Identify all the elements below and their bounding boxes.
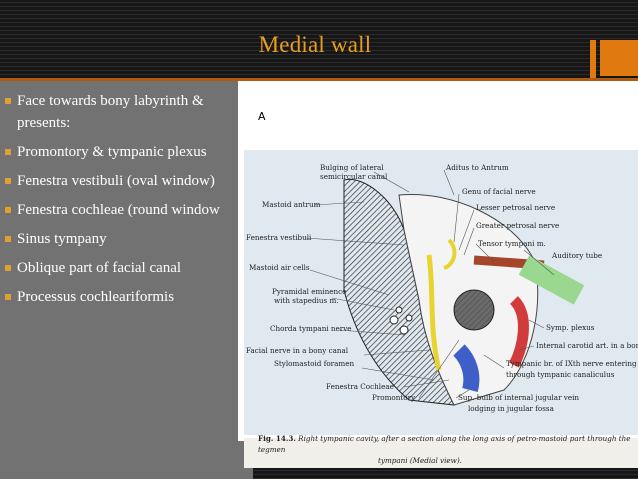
bullet-marker-icon xyxy=(5,178,11,184)
label-jugular-fossa: lodging in jugular fossa xyxy=(468,404,555,413)
label-bulging-lateral: Bulging of lateral xyxy=(320,163,384,172)
bullet-marker-icon xyxy=(5,98,11,104)
bullet-marker-icon xyxy=(5,149,11,155)
label-promontory: Promontory xyxy=(372,393,416,402)
label-facial-nerve-canal: Facial nerve in a bony canal xyxy=(246,346,349,355)
label-stylomastoid-foramen: Stylomastoid foramen xyxy=(274,359,354,368)
label-greater-petrosal: Greater petrosal nerve xyxy=(476,221,559,230)
jugular-bulb-shape xyxy=(453,344,480,393)
auditory-tube-shape xyxy=(518,255,585,305)
bullet-marker-icon xyxy=(5,236,11,242)
label-fenestra-vestibuli: Fenestra vestibuli xyxy=(246,233,312,242)
tympanic-cavity-diagram: Bulging of lateral semicircular canal Ma… xyxy=(244,150,638,435)
title-decoration-bar xyxy=(590,40,596,78)
slide-title: Medial wall xyxy=(258,32,372,57)
facial-nerve-shape xyxy=(426,254,442,371)
label-tympanic-branch: Tympanic br. of IXth nerve entering xyxy=(506,359,637,368)
caption-text-2: tympani (Medial view). xyxy=(378,456,462,465)
label-stapedius: with stapedius m. xyxy=(274,296,339,305)
label-chorda-tympani: Chorda tympani nerve xyxy=(270,324,352,333)
bullet-item: Sinus tympany xyxy=(5,228,250,250)
internal-carotid-shape xyxy=(509,296,529,368)
bullet-list: Face towards bony labyrinth & presents: … xyxy=(5,90,250,315)
bullet-panel xyxy=(0,81,253,479)
label-pyramidal-eminence: Pyramidal eminence xyxy=(272,287,346,296)
label-lesser-petrosal: Lesser petrosal nerve xyxy=(476,203,555,212)
bullet-item: Processus cochleariformis xyxy=(5,286,250,308)
label-genu-facial: Genu of facial nerve xyxy=(462,187,536,196)
label-aditus-antrum: Aditus to Antrum xyxy=(445,163,509,172)
bullet-item: Fenestra vestibuli (oval window) xyxy=(5,170,250,192)
label-fenestra-cochleae: Fenestra Cochleae xyxy=(326,382,394,391)
bullet-marker-icon xyxy=(5,265,11,271)
figure-caption-band xyxy=(244,438,638,468)
bullet-item: Fenestra cochleae (round window xyxy=(5,199,250,221)
bullet-item: Promontory & tympanic plexus xyxy=(5,141,250,163)
caption-number: Fig. 14.3. xyxy=(258,434,296,443)
label-semicircular-canal: semicircular canal xyxy=(320,172,388,181)
bullet-marker-icon xyxy=(5,207,11,213)
label-symp-plexus: Symp. plexus xyxy=(546,323,595,332)
label-tympanic-canaliculus: through tympanic canaliculus xyxy=(506,370,615,379)
bullet-item: Face towards bony labyrinth & presents: xyxy=(5,90,237,134)
figure-caption: Fig. 14.3. Right tympanic cavity, after … xyxy=(258,433,638,466)
title-decoration-block xyxy=(600,40,638,76)
label-tensor-tympani: Tensor tympani m. xyxy=(478,239,546,248)
title-underline xyxy=(0,78,638,81)
label-mastoid-antrum: Mastoid antrum xyxy=(262,200,321,209)
label-jugular-bulb: Sup. bulb of internal jugular vein xyxy=(458,393,579,402)
figure-panel-letter: A xyxy=(258,110,266,123)
caption-text: Right tympanic cavity, after a section a… xyxy=(258,434,631,454)
bullet-marker-icon xyxy=(5,294,11,300)
bullet-item: Oblique part of facial canal xyxy=(5,257,250,279)
label-mastoid-air-cells: Mastoid air cells xyxy=(249,263,310,272)
label-auditory-tube: Auditory tube xyxy=(551,251,602,260)
label-internal-carotid: Internal carotid art. in a bony canal xyxy=(536,341,638,350)
